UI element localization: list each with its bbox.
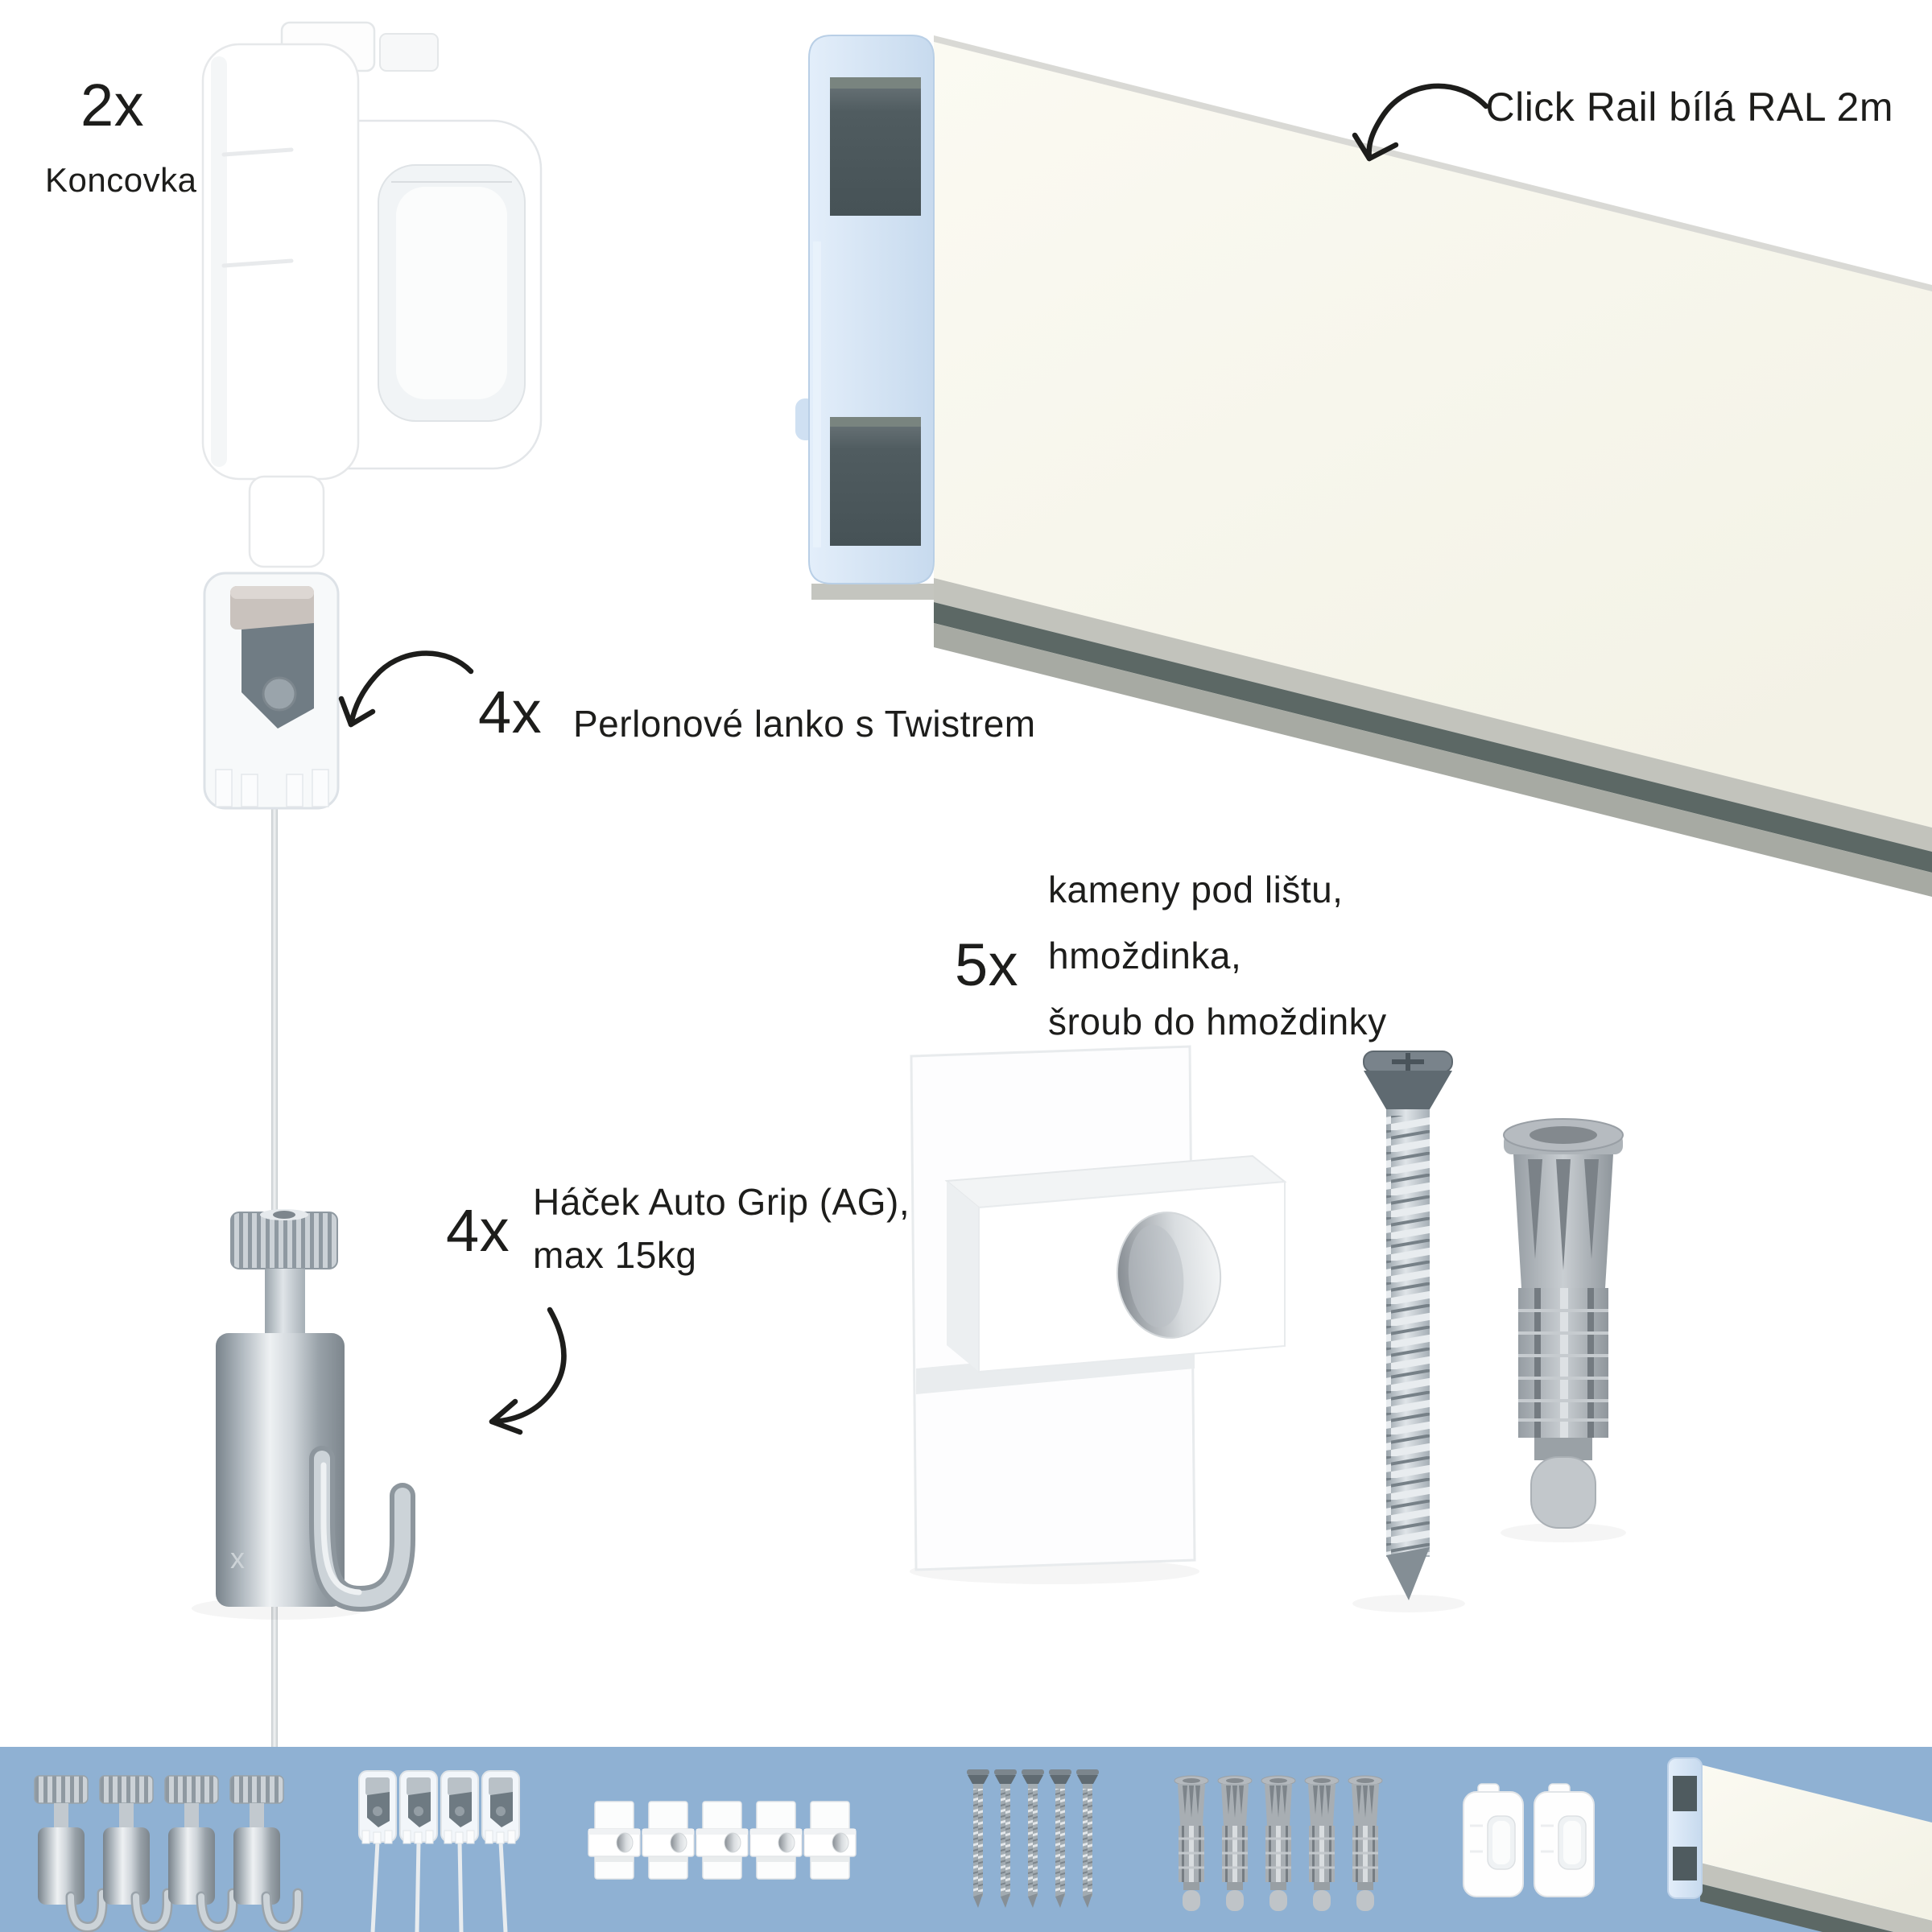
hook-brand-mark: x (230, 1542, 245, 1575)
click-rail-illustration (795, 35, 1932, 897)
twister-quantity-label: 4x (478, 679, 543, 745)
hook-name-line1: Háček Auto Grip (AG), (533, 1181, 910, 1223)
mounting-quantity-label: 5x (955, 931, 1019, 998)
arrow-to-rail-icon (1352, 83, 1489, 162)
twister-name-label: Perlonové lanko s Twistrem (573, 703, 1036, 745)
mounting-name-line2: hmoždinka, (1048, 935, 1242, 976)
rail-clip-illustration (910, 1045, 1287, 1584)
hook-name-line2: max 15kg (533, 1234, 697, 1276)
screw-illustration (1352, 1051, 1465, 1612)
arrow-to-hook-icon (489, 1307, 567, 1435)
auto-grip-hook-illustration: x (192, 1209, 415, 1620)
rail-name-label: Click Rail bílá RAL 2m (1485, 85, 1893, 130)
twister-illustration (203, 572, 340, 810)
endcap-quantity-label: 2x (80, 72, 145, 138)
wall-plug-illustration (1501, 1118, 1626, 1542)
strip-perlon-cords-icon (358, 1770, 520, 1932)
strip-rail-clips-icon (588, 1801, 857, 1880)
mounting-name-line1: kameny pod lištu, (1048, 869, 1344, 910)
end-cap-illustration (201, 21, 543, 568)
kit-summary-strip (0, 1747, 1932, 1932)
endcap-name-label: Koncovka (45, 161, 197, 199)
arrow-to-twister-icon (338, 650, 474, 728)
hook-quantity-label: 4x (446, 1197, 510, 1264)
strip-click-rail-icon (1667, 1757, 1932, 1932)
mounting-name-line3: šroub do hmoždinky (1048, 1001, 1387, 1042)
